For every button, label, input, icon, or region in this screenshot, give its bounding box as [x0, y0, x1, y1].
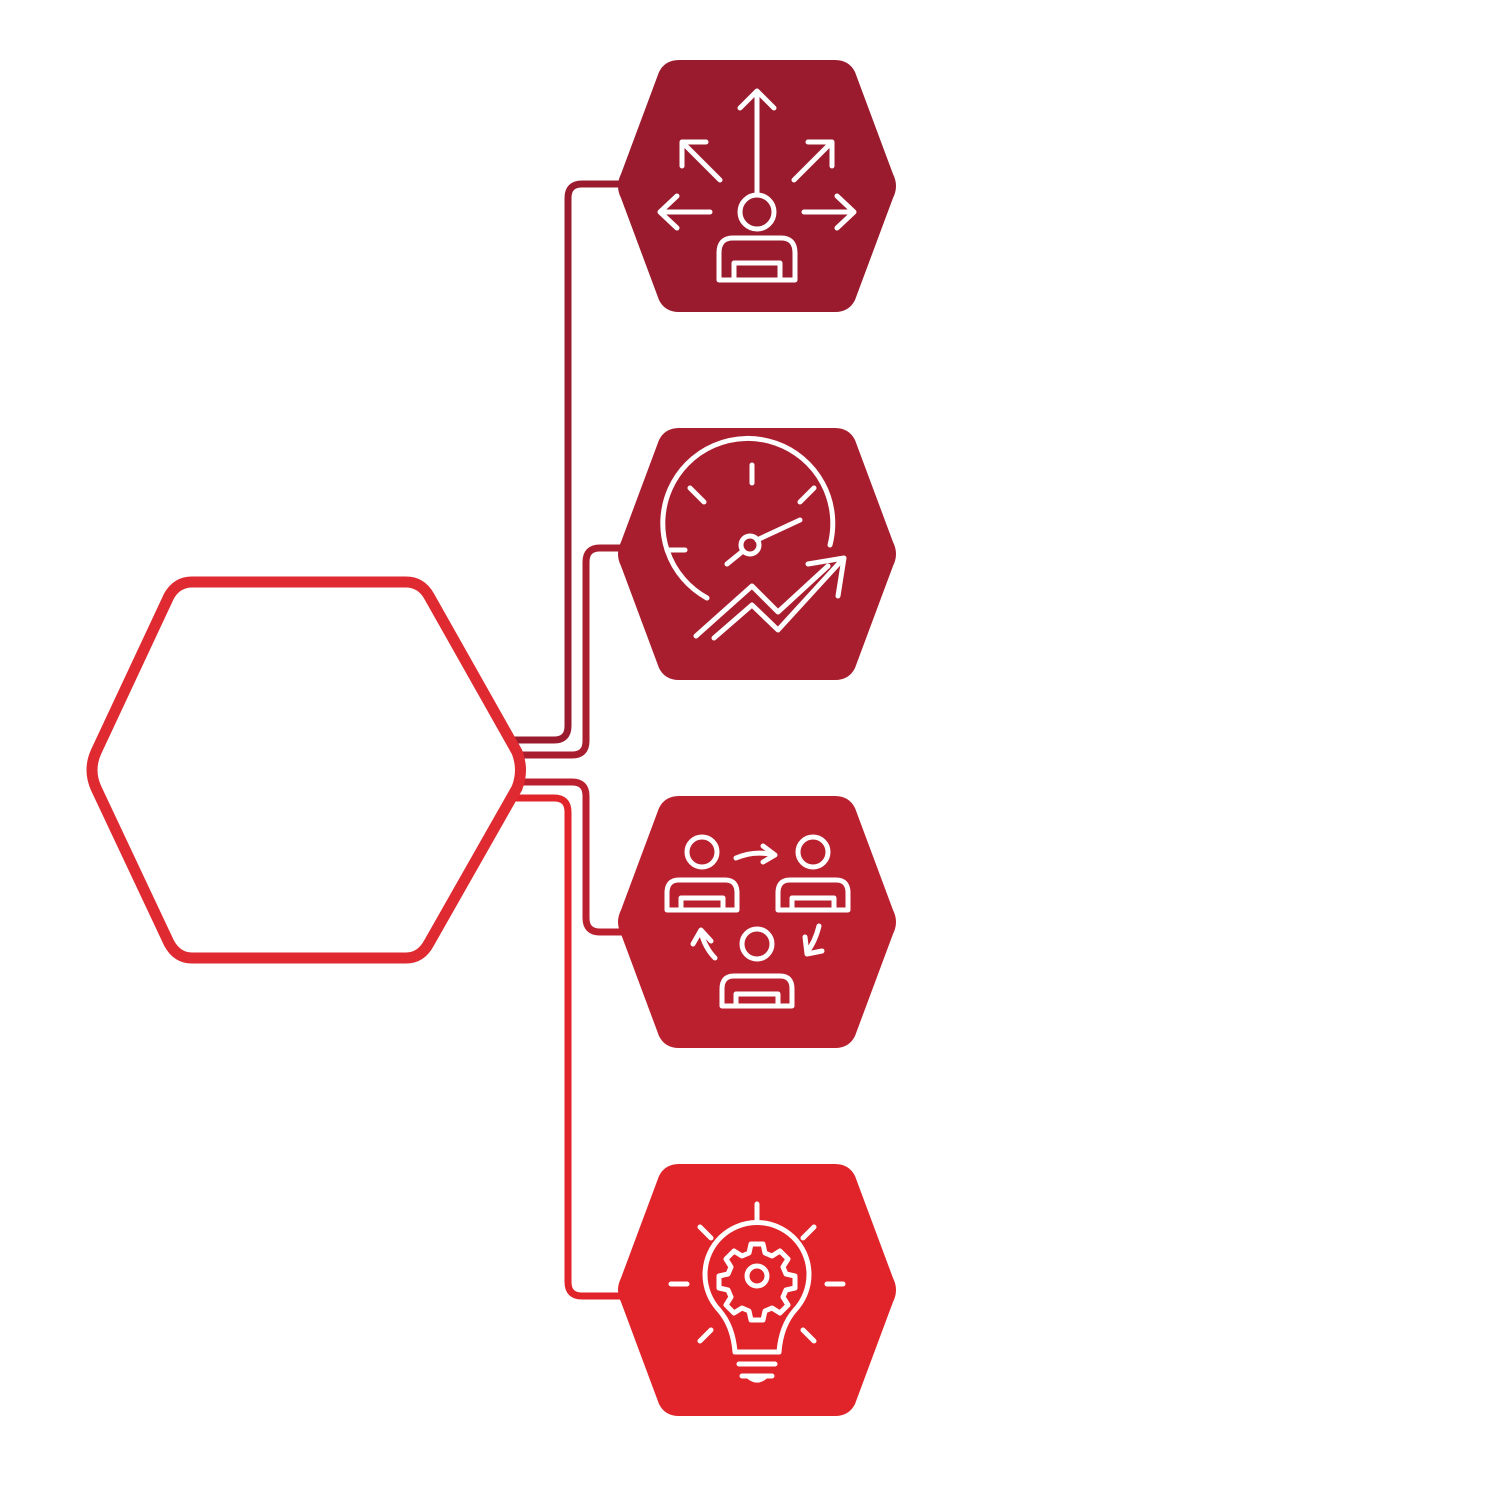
lightbulb-gear-icon: [668, 1201, 846, 1383]
connector-3: [514, 778, 622, 936]
node-3-hexagon: [618, 796, 896, 1048]
connector-1: [514, 180, 622, 744]
connectors: [514, 180, 622, 1300]
people-cycle-icon: [664, 834, 851, 1009]
speedometer-growth-icon: [660, 435, 847, 641]
hub-hexagon: [86, 576, 526, 964]
connector-4: [514, 794, 622, 1300]
connector-2: [514, 544, 622, 759]
person-arrows-outward-icon: [657, 88, 857, 283]
node-4-hexagon: [618, 1164, 896, 1416]
